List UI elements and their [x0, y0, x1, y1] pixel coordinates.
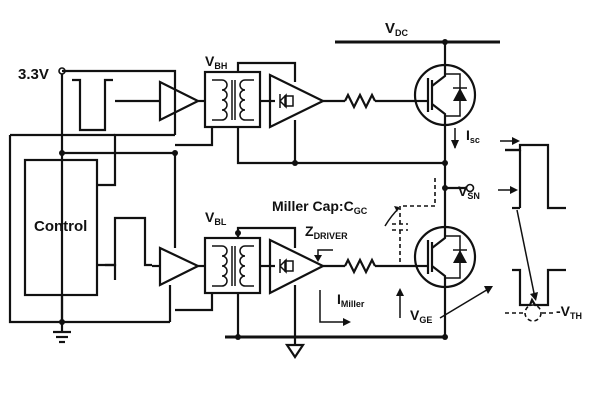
vth-label: -VTH — [556, 303, 582, 321]
low-side-gate-resistor — [344, 257, 415, 275]
vbh-supply — [236, 61, 445, 166]
low-side-input-buffer — [152, 246, 205, 287]
imiller-arrow — [319, 290, 351, 326]
low-side-pwm-waveform — [105, 216, 152, 267]
switch-node — [442, 160, 475, 193]
vsn-arrow — [498, 186, 518, 194]
vsn-label: VSN — [458, 183, 480, 201]
miller-capacitance — [384, 178, 436, 262]
vge-label: VGE — [410, 307, 432, 325]
zdriver-arrow — [314, 249, 333, 262]
high-side-gate-resistor — [344, 92, 415, 110]
isc-label: Isc — [466, 127, 480, 145]
vdc-label: VDC — [385, 20, 409, 38]
vge-arrow — [396, 286, 493, 319]
transformer-returns — [175, 127, 214, 312]
low-side-gate-driver — [260, 238, 345, 295]
high-side-isolation-transformer — [203, 70, 262, 129]
high-side-gate-driver — [260, 73, 345, 129]
vbl-supply — [225, 226, 445, 359]
control-label: Control — [34, 218, 87, 235]
vge-waveform — [505, 209, 566, 322]
imiller-label: IMiller — [337, 291, 365, 309]
vbh-label: VBH — [205, 53, 227, 71]
vdc-rail — [335, 39, 500, 65]
supply-voltage-label: 3.3V — [18, 66, 49, 83]
miller-cap-label: Miller Cap:CGC — [272, 198, 368, 216]
vsn-waveform — [505, 143, 566, 210]
low-side-isolation-transformer — [203, 236, 262, 295]
high-side-input-buffer — [115, 80, 205, 122]
vbl-label: VBL — [205, 209, 227, 227]
low-side-igbt — [413, 225, 477, 340]
control-block — [23, 133, 175, 344]
control-loop — [8, 133, 172, 324]
high-side-pwm-waveform — [72, 78, 113, 132]
isc-arrow — [451, 128, 520, 149]
high-side-igbt — [413, 63, 477, 225]
zdriver-label: ZDRIVER — [305, 223, 348, 241]
